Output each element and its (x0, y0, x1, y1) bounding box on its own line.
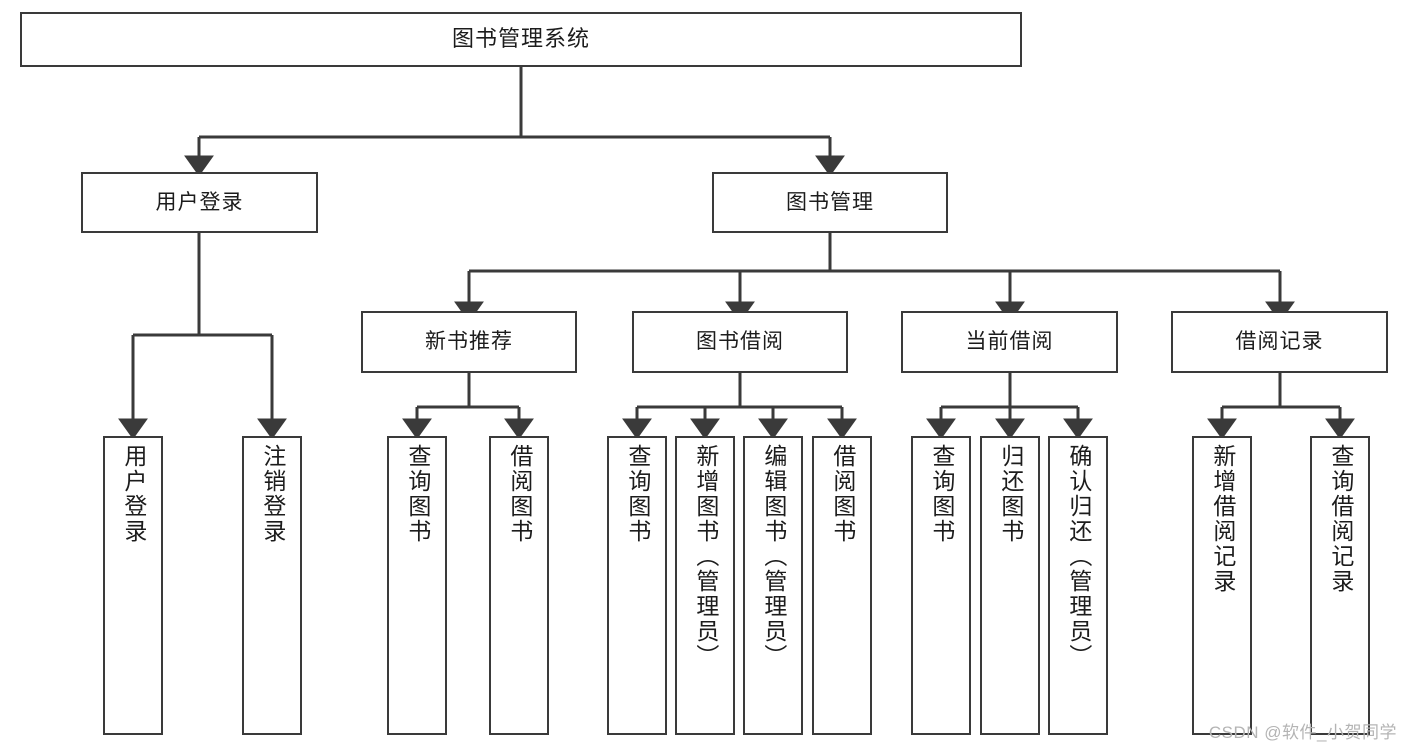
leaf-confirm-return[interactable]: 确认归还（管理员） (1048, 436, 1108, 735)
leaf-borrow-book[interactable]: 借阅图书 (812, 436, 872, 735)
node-label: 新书推荐 (425, 330, 513, 354)
leaf-add-borrow-record[interactable]: 新增借阅记录 (1192, 436, 1252, 735)
node-label: 图书借阅 (696, 330, 784, 354)
node-label: 查询图书 (404, 444, 431, 544)
leaf-query-book-current[interactable]: 查询图书 (911, 436, 971, 735)
node-label: 用户登录 (120, 444, 147, 544)
node-label: 图书管理系统 (451, 26, 590, 52)
watermark-credit: CSDN @软件_小贺同学 (1208, 723, 1397, 742)
node-label: 借阅图书 (506, 444, 533, 544)
node-book-manage[interactable]: 图书管理 (712, 172, 948, 233)
node-label: 用户登录 (155, 190, 244, 214)
node-label: 新增图书（管理员） (692, 444, 719, 669)
node-label: 查询图书 (928, 444, 955, 544)
node-label: 当前借阅 (965, 330, 1054, 354)
node-label: 图书管理 (786, 190, 874, 214)
node-label: 借阅记录 (1235, 330, 1324, 354)
leaf-query-borrow-record[interactable]: 查询借阅记录 (1310, 436, 1370, 735)
node-current-borrow[interactable]: 当前借阅 (901, 311, 1118, 373)
leaf-query-book-borrow[interactable]: 查询图书 (607, 436, 667, 735)
node-label: 查询图书 (624, 444, 651, 544)
node-label: 查询借阅记录 (1327, 444, 1354, 594)
node-user-login[interactable]: 用户登录 (81, 172, 318, 233)
node-borrow-record[interactable]: 借阅记录 (1171, 311, 1388, 373)
node-label: 借阅图书 (829, 444, 856, 544)
leaf-return-book[interactable]: 归还图书 (980, 436, 1040, 735)
leaf-logout[interactable]: 注销登录 (242, 436, 302, 735)
node-new-book-recommend[interactable]: 新书推荐 (361, 311, 577, 373)
leaf-borrow-book-recommend[interactable]: 借阅图书 (489, 436, 549, 735)
leaf-user-login[interactable]: 用户登录 (103, 436, 163, 735)
leaf-query-book-recommend[interactable]: 查询图书 (387, 436, 447, 735)
node-label: 确认归还（管理员） (1065, 444, 1092, 669)
leaf-add-book[interactable]: 新增图书（管理员） (675, 436, 735, 735)
node-book-borrow[interactable]: 图书借阅 (632, 311, 848, 373)
node-label: 新增借阅记录 (1209, 444, 1236, 594)
node-root-system[interactable]: 图书管理系统 (20, 12, 1022, 67)
node-label: 归还图书 (997, 444, 1024, 544)
leaf-edit-book[interactable]: 编辑图书（管理员） (743, 436, 803, 735)
node-label: 注销登录 (259, 444, 286, 544)
node-label: 编辑图书（管理员） (760, 444, 787, 669)
